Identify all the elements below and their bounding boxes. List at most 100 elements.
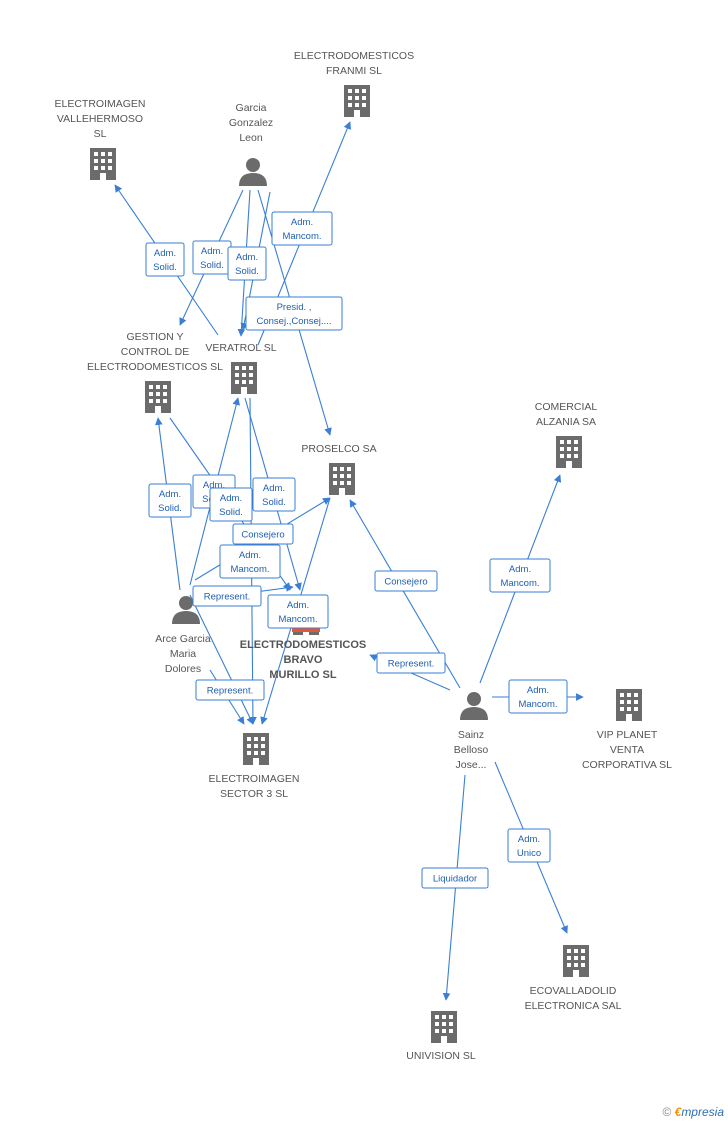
- relation-box: [232, 523, 294, 545]
- relation-label-r9[interactable]: Adm.Solid.: [252, 477, 296, 512]
- relation-box: [245, 296, 343, 331]
- node-sainz[interactable]: SainzBellosoJose...: [454, 692, 489, 771]
- node-label-line: CORPORATIVA SL: [582, 759, 672, 771]
- relation-box: [145, 242, 185, 277]
- node-ecovalladolid[interactable]: ECOVALLADOLID ELECTRONICA SAL: [525, 945, 622, 1012]
- relation-label-r17[interactable]: Represent.: [376, 652, 446, 674]
- node-label-line: BRAVO: [284, 654, 323, 666]
- relation-label-r11[interactable]: Adm.Mancom.: [219, 544, 281, 579]
- node-label-line: ELECTROIMAGEN: [208, 773, 299, 785]
- relation-text: Represent.: [207, 686, 253, 697]
- node-label-line: ALZANIA SA: [536, 416, 596, 428]
- node-label-line: CONTROL DE: [121, 346, 189, 358]
- relation-layer: Adm. Solid. Adm. Solid. Adm. Solid. Adm. Mancom…: [145, 211, 568, 889]
- relation-text: Solid.: [262, 497, 286, 508]
- relation-box: [376, 652, 446, 674]
- relation-label-r5[interactable]: Presid. ,Consej.,Consej....: [245, 296, 343, 331]
- relation-text: Liquidador: [433, 874, 477, 885]
- relation-label-r3[interactable]: Adm. Solid.: [227, 246, 267, 281]
- relation-box: [489, 558, 551, 593]
- node-veratrol[interactable]: VERATROL SL: [205, 342, 277, 394]
- relation-text: Adm.: [236, 252, 258, 263]
- relation-text: Solid.: [219, 507, 243, 518]
- node-label-line: FRANMI SL: [326, 65, 382, 77]
- node-vallehermoso[interactable]: ELECTROIMAGEN VALLEHERMOSO SL: [54, 98, 146, 180]
- node-alzania[interactable]: COMERCIAL ALZANIA SA: [535, 401, 598, 468]
- relation-box: [374, 570, 438, 592]
- relation-box: [508, 679, 568, 714]
- relation-text: Mancom.: [278, 614, 317, 625]
- relation-text: Adm.: [159, 489, 181, 500]
- relation-text: Adm.: [220, 493, 242, 504]
- node-label-line: COMERCIAL: [535, 401, 598, 413]
- relation-label-r19[interactable]: Adm.Unico: [507, 828, 551, 863]
- relation-label-r10[interactable]: Consejero: [232, 523, 294, 545]
- relation-label-r16[interactable]: Adm.Mancom.: [489, 558, 551, 593]
- node-label-line: Arce Garcia: [155, 633, 211, 645]
- node-label-line: VALLEHERMOSO: [57, 113, 143, 125]
- relation-text: Consejero: [384, 577, 427, 588]
- relation-text: Adm.: [203, 480, 225, 491]
- relation-label-r18[interactable]: Adm.Mancom.: [508, 679, 568, 714]
- node-label-line: Garcia: [236, 102, 267, 114]
- relation-label-r4[interactable]: Adm.Mancom.: [271, 211, 333, 246]
- relation-text: Adm.: [518, 834, 540, 845]
- node-label-line: ECOVALLADOLID: [530, 985, 617, 997]
- relation-text: Represent.: [388, 659, 434, 670]
- building-icon: [616, 689, 642, 721]
- brand-logo-text: mpresia: [681, 1105, 724, 1119]
- relation-text: Mancom.: [282, 231, 321, 242]
- relation-label-r1[interactable]: Adm.Solid.: [145, 242, 185, 277]
- node-gestion[interactable]: GESTION Y CONTROL DE ELECTRODOMESTICOS SL: [87, 331, 223, 413]
- relation-text: Solid.: [200, 260, 224, 271]
- node-label-line: Jose...: [456, 759, 487, 771]
- relation-text: Adm.: [239, 550, 261, 561]
- relation-label-r15[interactable]: Consejero: [374, 570, 438, 592]
- building-icon: [145, 381, 171, 413]
- node-label-line: ELECTRODOMESTICOS SL: [87, 361, 223, 373]
- relation-label-r12[interactable]: Represent.: [192, 585, 262, 607]
- relation-label-r2[interactable]: Adm. Solid.: [192, 240, 232, 275]
- relation-text: Adm.: [287, 600, 309, 611]
- relation-box: [219, 544, 281, 579]
- relation-text: Solid.: [235, 266, 259, 277]
- relation-box: [209, 487, 253, 522]
- relation-label-r8[interactable]: Adm. Solid.: [209, 487, 253, 522]
- relation-text: Adm.: [527, 685, 549, 696]
- relation-label-r14[interactable]: Represent.: [195, 679, 265, 701]
- relation-label-r20[interactable]: Liquidador: [421, 867, 489, 889]
- node-label-line: Belloso: [454, 744, 489, 756]
- node-label-line: SL: [94, 128, 107, 140]
- copyright-symbol: ©: [662, 1105, 672, 1119]
- node-proselco[interactable]: PROSELCO SA: [301, 443, 377, 495]
- building-icon: [243, 733, 269, 765]
- node-label-line: Maria: [170, 648, 196, 660]
- brand-watermark: © €mpresia: [662, 1105, 724, 1119]
- relation-text: Solid.: [153, 262, 177, 273]
- node-univision[interactable]: UNIVISION SL: [406, 1011, 476, 1062]
- building-icon: [431, 1011, 457, 1043]
- relation-box: [148, 483, 192, 518]
- relation-text: Adm.: [201, 246, 223, 257]
- relation-text: Solid.: [158, 503, 182, 514]
- relation-text: Consejero: [241, 530, 284, 541]
- building-icon: [556, 436, 582, 468]
- node-label-line: Leon: [239, 132, 263, 144]
- node-label-line: PROSELCO SA: [301, 443, 376, 455]
- node-label-line: GESTION Y: [127, 331, 184, 343]
- relation-label-r6[interactable]: Adm. Solid.: [148, 483, 192, 518]
- relation-box: [227, 246, 267, 281]
- edge-arce-sector3-a: [189, 594, 254, 725]
- relation-label-r13[interactable]: Adm. Mancom.: [267, 594, 329, 629]
- node-label-line: ELECTRONICA SAL: [525, 1000, 622, 1012]
- relation-box: [507, 828, 551, 863]
- node-label-line: ELECTROIMAGEN: [54, 98, 145, 110]
